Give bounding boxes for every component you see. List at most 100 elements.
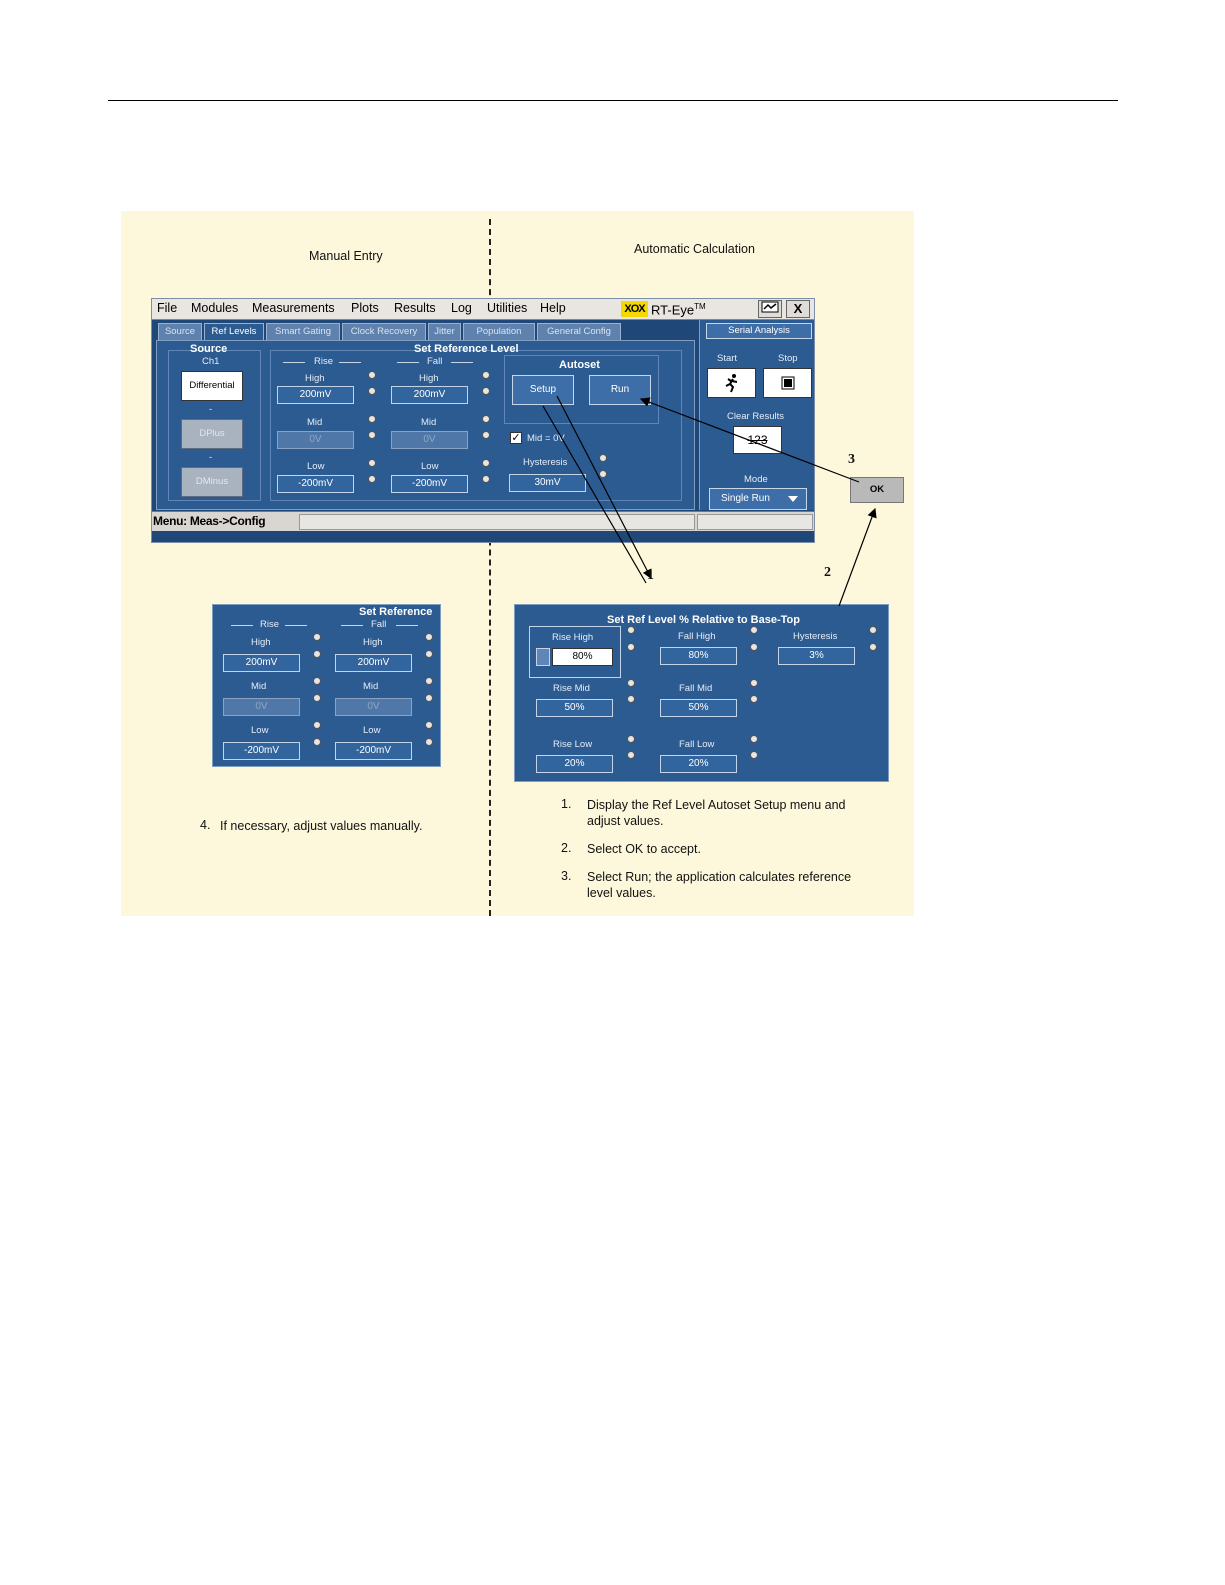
fall-high-knob[interactable] (425, 650, 433, 658)
rise-low-knob[interactable] (313, 738, 321, 746)
tab-source[interactable]: Source (158, 323, 202, 340)
rise-low-knob[interactable] (368, 459, 376, 467)
stop-button[interactable] (763, 368, 812, 398)
fall-low-knob[interactable] (482, 475, 490, 483)
fall-high-field[interactable]: 200mV (335, 654, 412, 672)
arrow-to-setup (556, 395, 652, 580)
ok-button[interactable]: OK (850, 477, 904, 503)
fall-low-knob[interactable] (482, 459, 490, 467)
fall-mid-knob[interactable] (750, 679, 758, 687)
hysteresis-knob[interactable] (599, 470, 607, 478)
rise-mid-knob[interactable] (313, 677, 321, 685)
fall-low-knob[interactable] (425, 738, 433, 746)
tab-population[interactable]: Population (463, 323, 535, 340)
rise-high-knob[interactable] (368, 371, 376, 379)
fall-high-knob[interactable] (750, 626, 758, 634)
fall-high-knob[interactable] (750, 643, 758, 651)
fall-mid-knob[interactable] (425, 694, 433, 702)
fall-mid-knob[interactable] (482, 415, 490, 423)
menu-utilities[interactable]: Utilities (487, 301, 528, 315)
fall-high-field[interactable]: 80% (660, 647, 737, 665)
fall-mid-field[interactable]: 50% (660, 699, 737, 717)
rise-mid-knob[interactable] (368, 415, 376, 423)
rise-high-knob[interactable] (627, 626, 635, 634)
fall-low-knob[interactable] (750, 735, 758, 743)
rise-mid-field[interactable]: 0V (277, 431, 354, 449)
fall-mid-knob[interactable] (750, 695, 758, 703)
fall-high-knob[interactable] (482, 387, 490, 395)
rise-low-field[interactable]: -200mV (223, 742, 300, 760)
rise-mid-knob[interactable] (627, 679, 635, 687)
fall-high-knob[interactable] (425, 633, 433, 641)
autoset-setup-button[interactable]: Setup (512, 375, 574, 405)
dminus-button[interactable]: DMinus (181, 467, 243, 497)
rise-low-field[interactable]: -200mV (277, 475, 354, 493)
tab-smart-gating[interactable]: Smart Gating (266, 323, 340, 340)
start-button[interactable] (707, 368, 756, 398)
rise-low-knob[interactable] (313, 721, 321, 729)
mid-zero-checkbox[interactable]: ✓ (510, 432, 522, 444)
rise-high-field[interactable]: 200mV (277, 386, 354, 404)
dplus-button[interactable]: DPlus (181, 419, 243, 449)
rise-mid-knob[interactable] (627, 695, 635, 703)
fall-mid-field[interactable]: 0V (391, 431, 468, 449)
fall-low-field[interactable]: -200mV (335, 742, 412, 760)
hysteresis-label: Hysteresis (523, 457, 568, 468)
menu-help[interactable]: Help (540, 301, 566, 315)
fall-high-knob[interactable] (482, 371, 490, 379)
menu-bar: File Modules Measurements Plots Results … (152, 299, 814, 320)
tab-jitter[interactable]: Jitter (428, 323, 461, 340)
fall-mid-field[interactable]: 0V (335, 698, 412, 716)
minimize-app-icon[interactable] (758, 300, 782, 318)
rise-low-knob[interactable] (627, 751, 635, 759)
menu-plots[interactable]: Plots (351, 301, 379, 315)
fall-low-knob[interactable] (750, 751, 758, 759)
rise-high-knob[interactable] (368, 387, 376, 395)
menu-log[interactable]: Log (451, 301, 472, 315)
rise-high-field[interactable]: 200mV (223, 654, 300, 672)
fall-divider (341, 625, 363, 626)
serial-analysis-button[interactable]: Serial Analysis (706, 323, 812, 339)
rise-mid-field[interactable]: 50% (536, 699, 613, 717)
menu-results[interactable]: Results (394, 301, 436, 315)
source-separator: - (209, 404, 213, 415)
fall-mid-knob[interactable] (425, 677, 433, 685)
tab-general-config[interactable]: General Config (537, 323, 621, 340)
mode-dropdown[interactable]: Single Run (709, 488, 807, 510)
rise-high-knob[interactable] (313, 650, 321, 658)
page-header-rule (108, 100, 1118, 101)
tab-ref-levels[interactable]: Ref Levels (204, 323, 264, 340)
fall-low-field[interactable]: -200mV (391, 475, 468, 493)
rise-high-focus-box (529, 626, 621, 678)
rise-low-field[interactable]: 20% (536, 755, 613, 773)
fall-low-label: Low (421, 461, 439, 472)
rise-low-knob[interactable] (627, 735, 635, 743)
hysteresis-field[interactable]: 3% (778, 647, 855, 665)
menu-measurements[interactable]: Measurements (252, 301, 335, 315)
rise-high-stepper-icon[interactable] (536, 648, 550, 666)
fall-mid-knob[interactable] (482, 431, 490, 439)
hysteresis-knob[interactable] (869, 626, 877, 634)
differential-button[interactable]: Differential (181, 371, 243, 401)
tab-clock-recovery[interactable]: Clock Recovery (342, 323, 426, 340)
rise-high-knob[interactable] (627, 643, 635, 651)
status-bar: Menu: Meas->Config (152, 511, 814, 531)
hysteresis-knob[interactable] (599, 454, 607, 462)
manual-step-text: If necessary, adjust values manually. (220, 819, 423, 833)
rise-mid-knob[interactable] (368, 431, 376, 439)
hysteresis-field[interactable]: 30mV (509, 474, 586, 492)
rise-low-knob[interactable] (368, 475, 376, 483)
fall-low-knob[interactable] (425, 721, 433, 729)
fall-low-field[interactable]: 20% (660, 755, 737, 773)
mid-zero-label: Mid = 0V (527, 433, 565, 444)
menu-file[interactable]: File (157, 301, 178, 315)
hysteresis-knob[interactable] (869, 643, 877, 651)
rise-mid-field[interactable]: 0V (223, 698, 300, 716)
menu-modules[interactable]: Modules (191, 301, 239, 315)
rise-high-field[interactable]: 80% (552, 648, 613, 666)
close-button[interactable]: X (786, 300, 810, 318)
rise-mid-knob[interactable] (313, 694, 321, 702)
fall-high-field[interactable]: 200mV (391, 386, 468, 404)
fall-high-label: Fall High (678, 631, 716, 642)
rise-high-knob[interactable] (313, 633, 321, 641)
